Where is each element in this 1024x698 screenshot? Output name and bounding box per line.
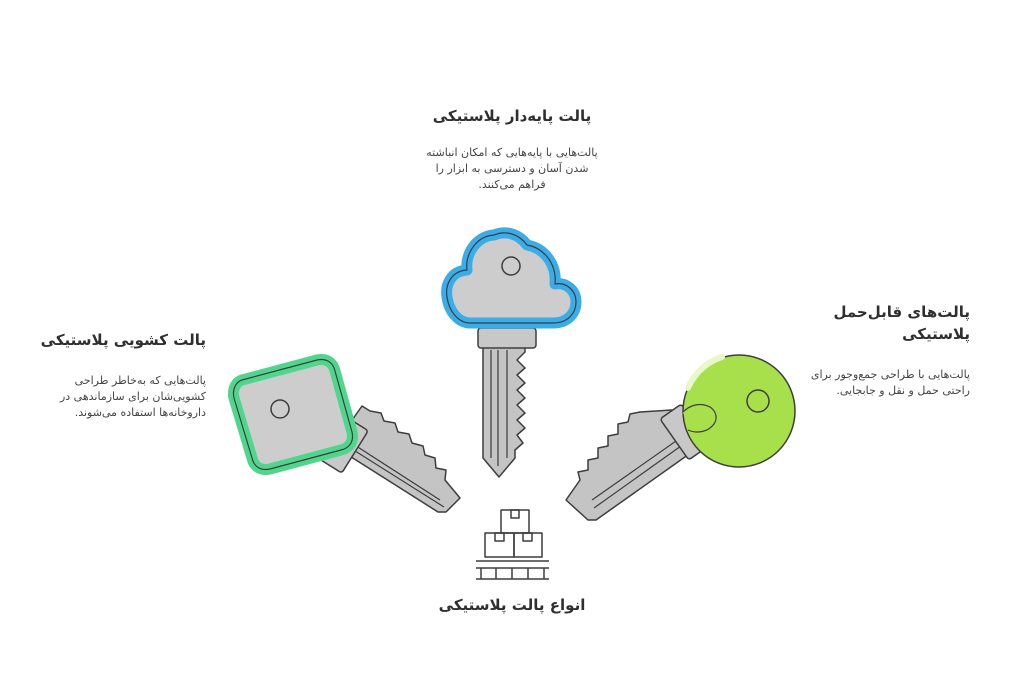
top-key-label: پالت پایه‌دار پلاستیکی پالت‌هایی با پایه… [400, 105, 624, 193]
right-key-title: پالت‌های قابل‌حمل پلاستیکی [833, 303, 970, 343]
top-key-description: پالت‌هایی با پایه‌هایی که امکان انباشته … [426, 146, 598, 191]
right-key-head [682, 354, 796, 468]
left-key-description: پالت‌هایی که به‌خاطر طراحی کشویی‌شان برا… [59, 374, 206, 419]
top-key-hole [501, 256, 521, 276]
top-key-shaft [482, 337, 526, 478]
top-key [441, 227, 582, 478]
top-key-collar [477, 327, 537, 349]
right-key-shaft [565, 409, 693, 521]
right-key-hole [746, 389, 770, 413]
left-key-shaft [344, 405, 461, 513]
diagram-caption: انواع پالت پلاستیکی [438, 596, 586, 614]
right-key [565, 354, 796, 521]
left-key-label: پالت کشویی پلاستیکی پالت‌هایی که به‌خاطر… [20, 329, 206, 421]
left-key-title: پالت کشویی پلاستیکی [40, 331, 206, 349]
pallet-boxes-icon [476, 509, 549, 580]
right-key-label: پالت‌های قابل‌حمل پلاستیکی پالت‌هایی با … [780, 301, 970, 399]
top-key-head [441, 227, 582, 329]
right-key-description: پالت‌هایی با طراحی جمع‌وجور برای راحتی ح… [810, 368, 970, 397]
left-key [228, 354, 461, 513]
left-key-hole [270, 399, 290, 419]
left-key-head [228, 354, 358, 475]
top-key-title: پالت پایه‌دار پلاستیکی [432, 107, 592, 125]
